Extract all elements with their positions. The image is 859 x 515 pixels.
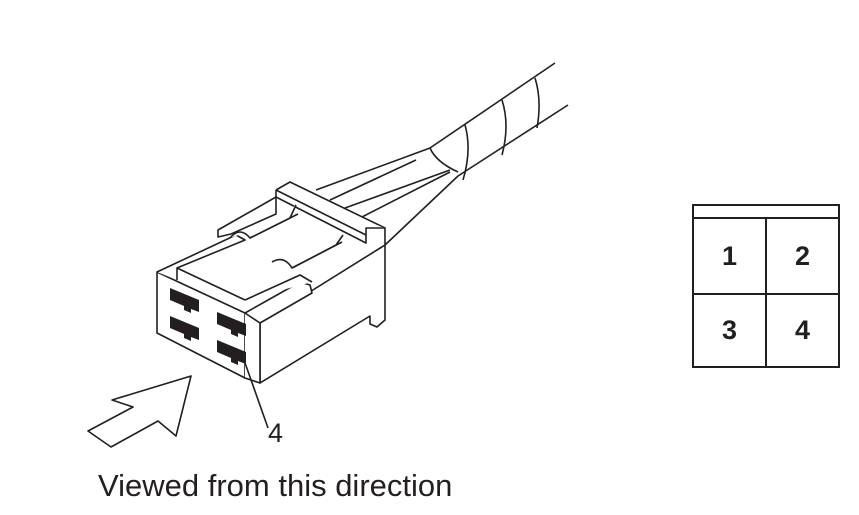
view-direction-caption: Viewed from this direction: [98, 468, 453, 503]
pin-cavities: [170, 288, 246, 365]
pinout-header-bar: [694, 206, 838, 219]
pinout-diagram: 1 2 3 4: [692, 204, 840, 368]
callout-leader-line: [243, 359, 269, 429]
pin-3: 3: [694, 294, 766, 366]
wires: [315, 147, 459, 246]
pin-2: 2: [766, 219, 838, 294]
pin-callout-label: 4: [268, 418, 284, 448]
view-direction-arrow: [87, 375, 192, 448]
pin-4: 4: [766, 294, 838, 366]
pin-1: 1: [694, 219, 766, 294]
connector-housing: [156, 181, 386, 384]
wire-sleeve: [429, 62, 569, 181]
